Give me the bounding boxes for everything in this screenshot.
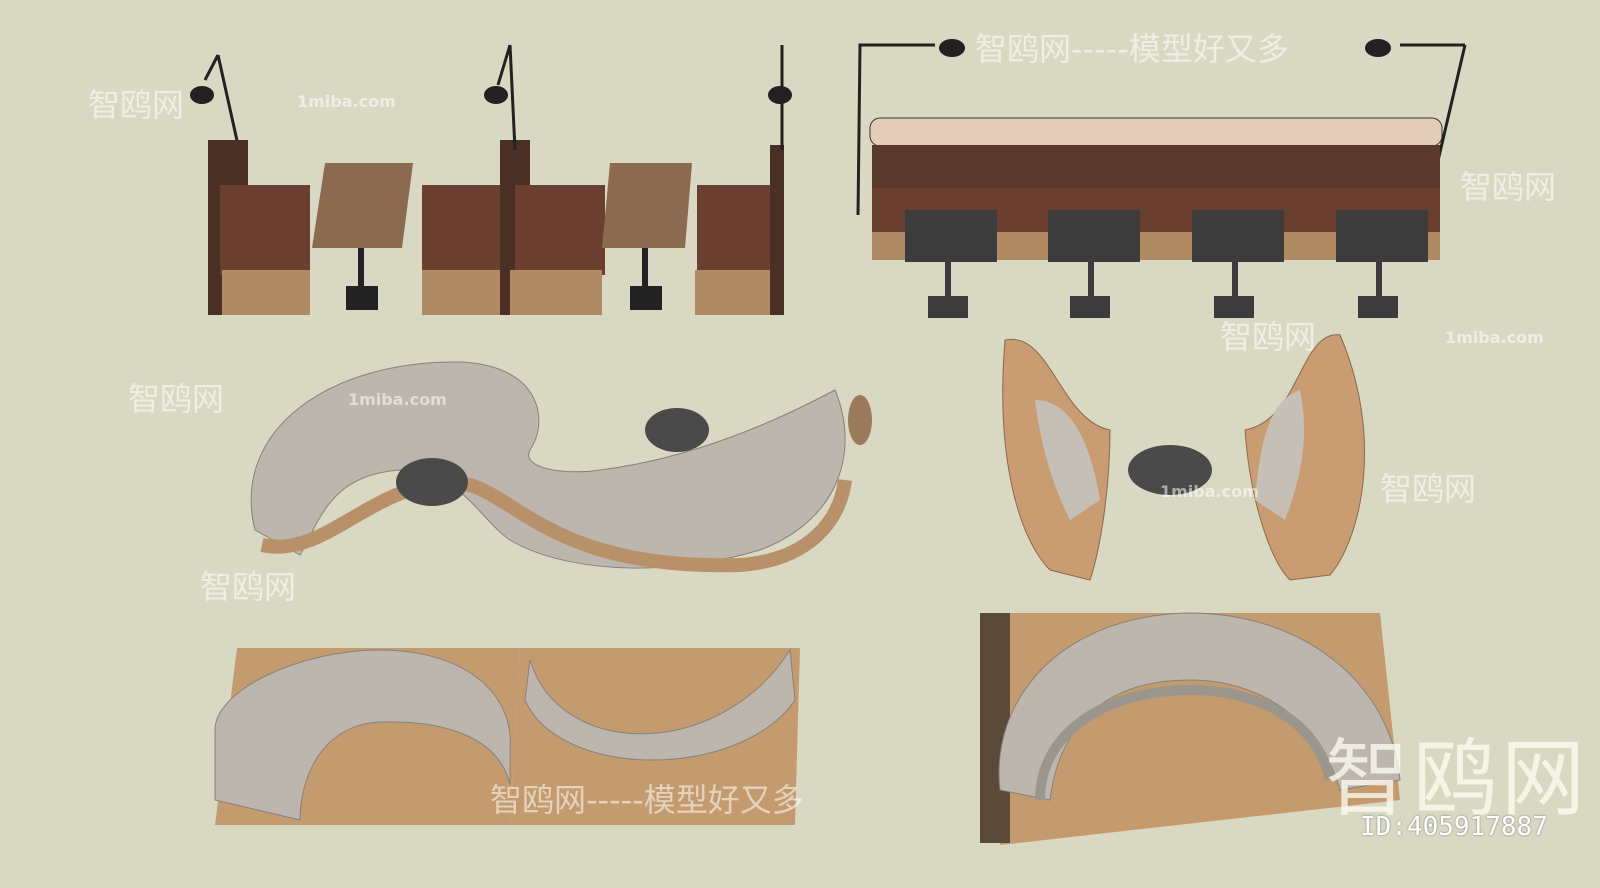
watermark-site: 1miba.com [348, 390, 447, 409]
booth-seat [220, 185, 310, 275]
watermark-site: 1miba.com [1445, 328, 1544, 347]
chair-cushion [1035, 400, 1100, 520]
table-leg [1232, 262, 1238, 298]
watermark-text: 智鸥网 [1220, 318, 1317, 356]
shell-chair-right [1244, 334, 1366, 581]
wood-side [980, 613, 1010, 843]
booth-group-left [190, 44, 792, 315]
coffee-table [645, 408, 709, 452]
curved-booth [524, 648, 796, 761]
watermark-text: 智鸥网 [1460, 168, 1557, 206]
watermark-site: 1miba.com [1160, 482, 1259, 501]
watermark-site: 1miba.com [297, 92, 396, 111]
table-base [1214, 296, 1254, 318]
table-top [1048, 210, 1140, 262]
curved-booth [214, 649, 511, 821]
watermark-text: 智鸥网 [200, 568, 297, 606]
booth-base [510, 270, 602, 315]
chair-cushion [1255, 390, 1305, 520]
booth-base [422, 270, 502, 315]
bottom-left-booths [214, 648, 800, 825]
table-leg [358, 248, 364, 288]
table-base [1358, 296, 1398, 318]
table-base [928, 296, 968, 318]
table-top [602, 163, 692, 248]
banquette-frame [869, 117, 1443, 147]
watermark-text: 智鸥网-----模型好又多 [490, 781, 804, 819]
booth-base [222, 270, 310, 315]
sofa-body [250, 361, 846, 569]
watermark-text: 智鸥网 [1380, 470, 1477, 508]
lamp-shade [190, 86, 214, 104]
table-top [905, 210, 997, 262]
booth-seat [422, 185, 502, 275]
s-curve-sofa [250, 361, 872, 573]
table-base [346, 286, 378, 310]
table-leg [945, 262, 951, 298]
table-top [312, 163, 413, 248]
table-top [1192, 210, 1284, 262]
table-leg [1088, 262, 1094, 298]
sofa-wood-base [260, 476, 852, 573]
watermark-text: 智鸥网 [88, 86, 185, 124]
booth-back [770, 145, 784, 315]
floor-lamp [496, 44, 517, 151]
table-base [630, 286, 662, 310]
booth-seat [697, 185, 772, 275]
table-leg [1376, 262, 1382, 298]
floor-lamp [203, 54, 240, 146]
coffee-table [396, 458, 468, 506]
curved-booth [998, 612, 1401, 801]
watermark-text: 智鸥网-----模型好又多 [975, 30, 1289, 68]
lamp-shade [484, 86, 508, 104]
table-leg [642, 248, 648, 288]
long-banquette [856, 39, 1467, 318]
booth-base [695, 270, 775, 315]
watermark-logo: 智鸥网 [1325, 730, 1590, 828]
lamp-shade [1365, 39, 1391, 57]
table-base [1070, 296, 1110, 318]
lamp-shade [939, 39, 965, 57]
bottom-right-round-booth [980, 612, 1401, 845]
side-table [848, 395, 872, 445]
booth-seat [515, 185, 605, 275]
watermark-text: 智鸥网 [128, 380, 225, 418]
banquette-tables [905, 210, 1428, 318]
model-id: ID:405917887 [1360, 812, 1548, 842]
table-top [1336, 210, 1428, 262]
banquette-back [872, 145, 1440, 190]
booth-seat-edge [1035, 684, 1335, 801]
lamp-shade [768, 86, 792, 104]
shell-chairs [1002, 334, 1366, 581]
coffee-table [1128, 445, 1212, 495]
